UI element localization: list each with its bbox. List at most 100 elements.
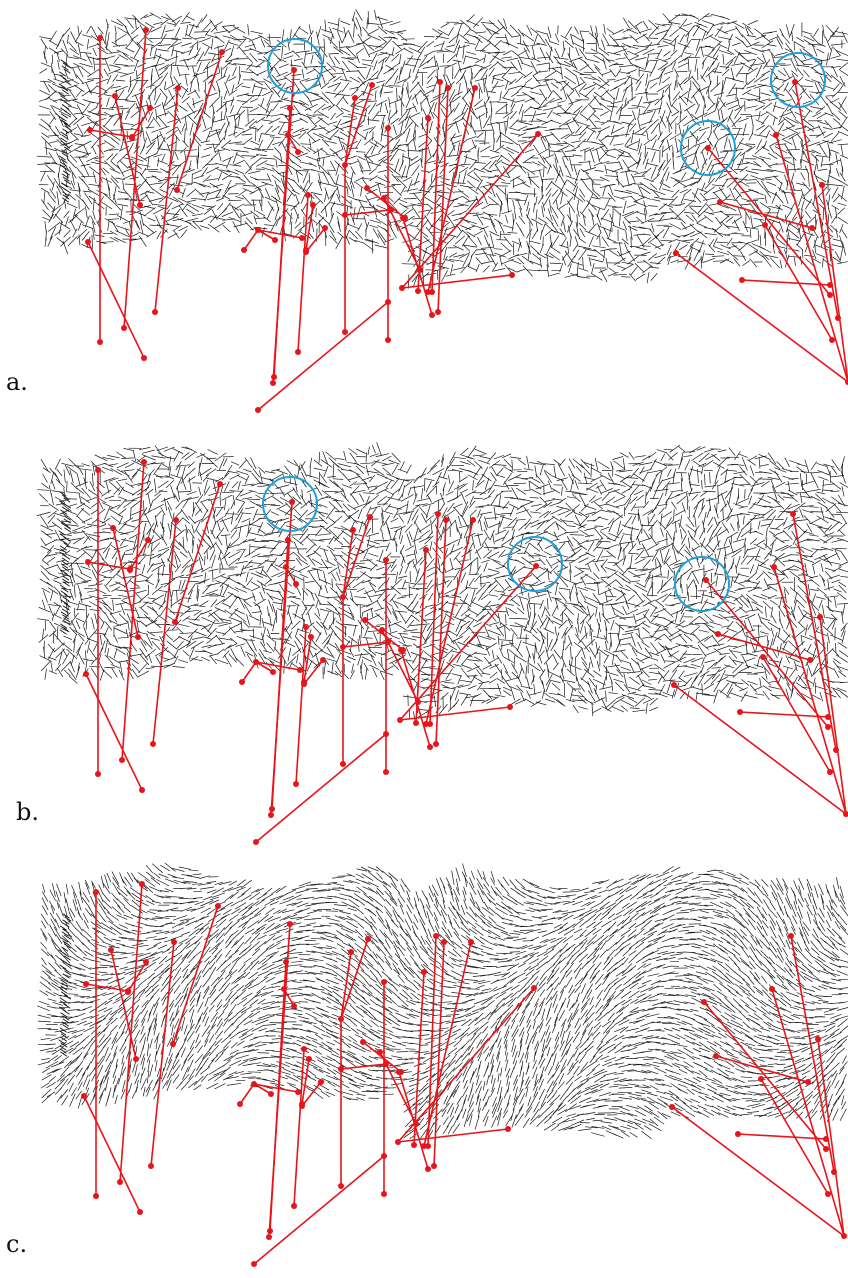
skeleton-joint [470, 517, 476, 523]
skeleton-link [790, 935, 835, 1173]
skeleton-joint [739, 277, 745, 283]
skeleton-joint [85, 559, 91, 565]
skeleton-joint [827, 292, 833, 298]
skeleton-link [114, 95, 141, 206]
skeleton-link [271, 539, 289, 810]
skeleton-joint [269, 806, 275, 812]
skeleton-joint [381, 195, 387, 201]
skeleton-link [273, 107, 291, 378]
skeleton-joint [758, 1076, 764, 1082]
skeleton-joint [87, 127, 93, 133]
skeleton-joint [713, 1053, 719, 1059]
skeleton-joint [108, 947, 114, 953]
skeleton-joint [413, 720, 419, 726]
skeleton-link [715, 1055, 809, 1083]
skeleton-joint [141, 355, 147, 361]
skeleton-link [340, 1063, 387, 1070]
skeleton-joint [135, 634, 141, 640]
skeleton-joint [805, 1079, 811, 1085]
skeleton-joint [133, 1056, 139, 1062]
skeleton-link [707, 147, 831, 296]
skeleton-link [773, 566, 847, 815]
skeleton-joint [301, 681, 307, 687]
skeleton-joint [413, 1121, 419, 1127]
skeleton-joint [237, 1101, 243, 1107]
skeleton-joint [127, 567, 133, 573]
skeleton-link [255, 733, 387, 843]
skeleton-link [85, 983, 129, 992]
skeleton-joint [152, 309, 158, 315]
skeleton-joint [669, 1104, 675, 1110]
skeleton-joint [350, 527, 356, 533]
skeleton-joint [383, 731, 389, 737]
skeleton-joint [143, 959, 149, 965]
skeleton-joint [769, 986, 775, 992]
panel-a: a. [0, 0, 848, 426]
skeleton-link [293, 1048, 305, 1207]
skeleton-link [423, 941, 472, 1147]
skeleton-link [253, 1083, 299, 1093]
skeleton-link [87, 241, 145, 359]
skeleton-joint [340, 594, 346, 600]
skeleton-joint [268, 1091, 274, 1097]
skeleton-link [131, 107, 151, 139]
skeleton-link [285, 566, 297, 585]
skeleton-joint [139, 787, 145, 793]
skeleton-joint [705, 145, 711, 151]
skeleton-joint [295, 149, 301, 155]
skeleton-joint [293, 581, 299, 587]
skeleton-link [83, 1095, 141, 1213]
skeleton-joint [717, 199, 723, 205]
skeleton-joint [415, 288, 421, 294]
skeleton-link [737, 1133, 827, 1140]
skeleton-joint [340, 644, 346, 650]
skeleton-joint [381, 1191, 387, 1197]
skeleton-link [253, 1083, 272, 1095]
skeleton-joint [308, 634, 314, 640]
skeleton-link [739, 711, 829, 718]
skeleton-joint [112, 93, 118, 99]
skeleton-joint [425, 115, 431, 121]
skeleton-joint [771, 564, 777, 570]
skeleton-joint [305, 192, 311, 198]
skeleton-joint [843, 811, 848, 817]
skeleton-joint [299, 235, 305, 241]
skeleton-joint [701, 999, 707, 1005]
skeleton-joint [400, 215, 406, 221]
skeleton-joint [348, 949, 354, 955]
skeleton-joint [241, 247, 247, 253]
skeleton-joint [792, 79, 798, 85]
skeleton-joint [762, 222, 768, 228]
skeleton-link [174, 483, 221, 623]
skeleton-link [253, 1155, 385, 1265]
skeleton-link [127, 961, 147, 993]
skeleton-joint [790, 511, 796, 517]
skeleton-joint [338, 1183, 344, 1189]
skeleton-joint [283, 959, 289, 965]
skeleton-joint [364, 185, 370, 191]
skeleton-link [301, 1081, 322, 1107]
skeleton-link [673, 684, 847, 815]
panel-c: c. [0, 852, 848, 1278]
skeleton-link [340, 951, 352, 1020]
skeleton-joint [377, 1049, 383, 1055]
skeleton-link [305, 204, 314, 251]
skeleton-joint [81, 1093, 87, 1099]
skeleton-joint [671, 682, 677, 688]
skeleton-link [437, 87, 449, 313]
skeleton-link [433, 941, 445, 1167]
skeleton-joint [829, 337, 835, 343]
skeleton-joint [97, 339, 103, 345]
skeleton-joint [825, 724, 831, 730]
skeleton-joint [507, 704, 513, 710]
skeleton-joint [423, 547, 429, 553]
skeleton-joint [93, 889, 99, 895]
skeleton-joint [295, 1089, 301, 1095]
skeleton-joint [121, 325, 127, 331]
skeleton-joint [352, 95, 358, 101]
skeleton-link [397, 1128, 509, 1143]
skeleton-joint [95, 467, 101, 473]
skeleton-joint [145, 537, 151, 543]
highlight-circle [507, 536, 563, 592]
skeleton-joint [381, 979, 387, 985]
